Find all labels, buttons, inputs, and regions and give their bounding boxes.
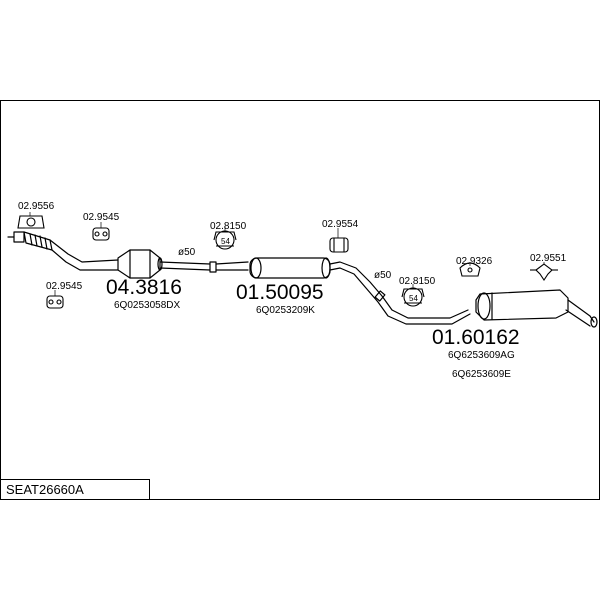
catalytic-converter	[117, 249, 163, 279]
oem-number: 6Q0253058DX	[114, 300, 180, 311]
section-part-number: 01.60162	[432, 326, 520, 349]
rubber-hanger-icon	[530, 263, 558, 281]
section-part-number: 04.3816	[106, 276, 182, 299]
rear-muffler	[475, 289, 569, 321]
accessory-label: 02.9326	[456, 256, 493, 267]
intermediate-pipe	[329, 261, 471, 325]
oem-number: 6Q6253609AG	[448, 350, 515, 361]
gasket-icon	[17, 215, 45, 229]
clamp-size-label: 54	[409, 294, 418, 303]
clamp-size-label: 54	[221, 237, 230, 246]
accessory-label: 02.9551	[530, 253, 567, 264]
diameter-label: ø50	[374, 270, 392, 281]
rubber-hanger-icon	[459, 262, 481, 277]
accessory-label: 02.8150	[399, 276, 436, 287]
flex-pipe	[23, 231, 53, 251]
centre-inlet-pipe	[215, 261, 249, 271]
accessory-label: 02.8150	[210, 221, 247, 232]
accessory-label: 02.9545	[83, 212, 120, 223]
oem-number: 6Q6253609E	[452, 369, 511, 380]
pipe-joint	[374, 290, 386, 302]
rubber-hanger-icon	[329, 237, 349, 253]
accessory-label: 02.9556	[18, 201, 55, 212]
diagram-code-box: SEAT26660A	[0, 479, 150, 500]
front-flange	[7, 231, 25, 243]
tail-pipe	[565, 299, 595, 327]
accessory-label: 02.9554	[322, 219, 359, 230]
pipe-joint	[209, 261, 217, 273]
rubber-hanger-icon	[46, 295, 64, 309]
diagram-code: SEAT26660A	[6, 482, 84, 497]
diameter-label: ø50	[178, 247, 196, 258]
cat-outlet-pipe	[159, 261, 211, 271]
accessory-label: 02.9545	[46, 281, 83, 292]
centre-muffler	[249, 257, 331, 279]
front-pipe	[49, 239, 119, 271]
oem-number: 6Q0253209K	[256, 305, 315, 316]
rubber-hanger-icon	[92, 227, 110, 241]
section-part-number: 01.50095	[236, 281, 324, 304]
